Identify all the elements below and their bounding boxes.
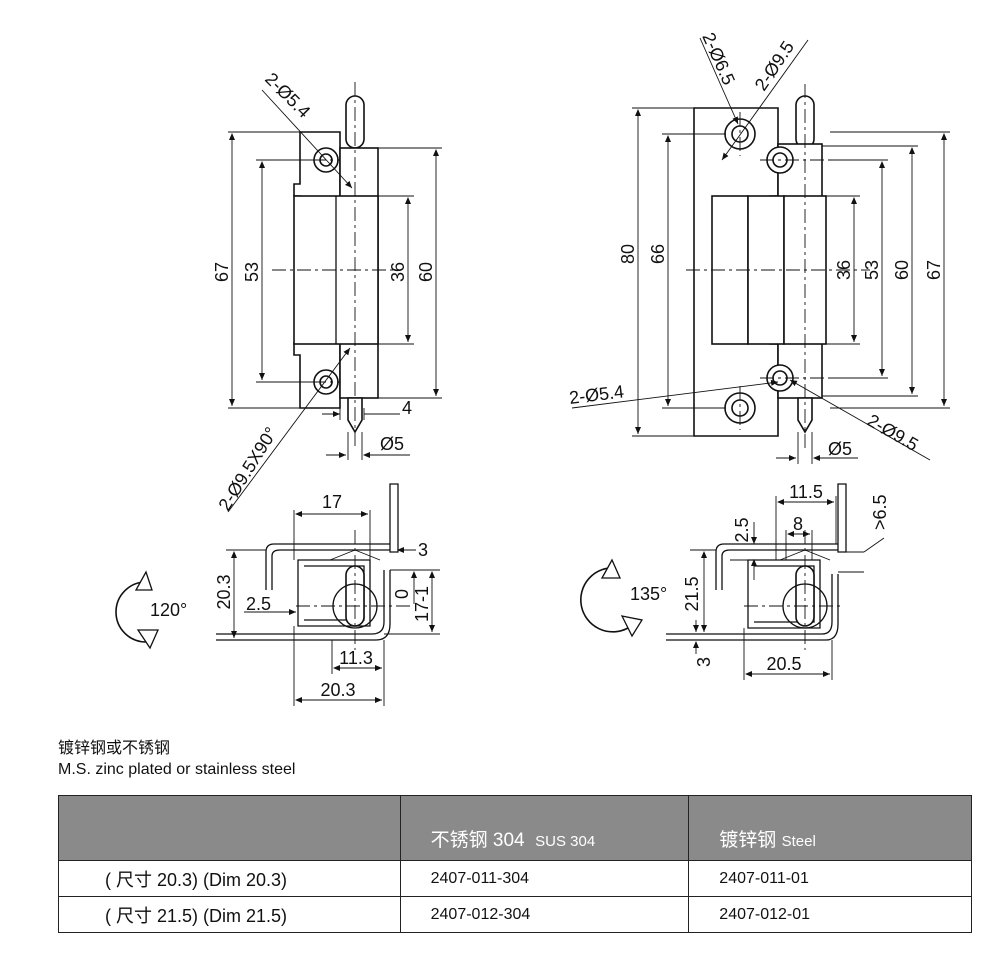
section-8-label: 8 [793, 514, 803, 534]
row-model: ( 尺寸 21.5) (Dim 21.5) [58, 896, 401, 933]
dim-36-label: 36 [388, 262, 408, 282]
left-front-view: 67 53 36 60 4 Ø5 2-Ø5.4 2-Ø9.5X90° [212, 69, 442, 514]
section-2-5-label: 2.5 [246, 594, 271, 614]
rotation-120-icon [115, 581, 147, 643]
angle-135-label: 135° [630, 584, 667, 604]
table-row: ( 尺寸 20.3) (Dim 20.3) 2407-011-304 2407-… [58, 860, 972, 897]
hole-95-top-label: 2-Ø9.5 [751, 37, 798, 94]
row-steel-part: 2407-012-01 [688, 896, 972, 933]
row-steel-part: 2407-011-01 [688, 860, 972, 897]
right-section-view: >6.5 11.5 8 2.5 21.5 3 20.5 135° [580, 482, 890, 680]
section-gt-6-5-label: >6.5 [870, 494, 890, 530]
rotation-135-icon [580, 567, 629, 633]
section-11-5-label: 11.5 [789, 482, 823, 502]
header-steel-main: 镀锌钢 [719, 830, 777, 851]
section-20-5-label: 20.5 [766, 654, 801, 674]
dim-60-right-label: 60 [892, 260, 912, 280]
material-caption-en: M.S. zinc plated or stainless steel [58, 761, 296, 778]
section-3-right-label: 3 [694, 657, 714, 667]
section-0-label: 0 [392, 589, 412, 599]
part-number-table: 不锈钢 304 SUS 304 镀锌钢 Steel ( 尺寸 20.3) (Di… [58, 795, 972, 933]
dim-36-right-label: 36 [834, 260, 854, 280]
angle-120-label: 120° [150, 600, 187, 620]
dim-53-right-label: 53 [862, 260, 882, 280]
hole-95-bottom-label: 2-Ø9.5 [864, 410, 922, 455]
dim-67-right-label: 67 [924, 260, 944, 280]
dim-53-label: 53 [242, 262, 262, 282]
hole-54-top-label: 2-Ø5.4 [261, 69, 314, 122]
table-header-row: 不锈钢 304 SUS 304 镀锌钢 Steel [58, 795, 972, 861]
row-sus-part: 2407-011-304 [399, 860, 690, 897]
header-steel-sub: Steel [781, 833, 816, 850]
dim-4-label: 4 [402, 398, 412, 418]
dim-80-label: 80 [618, 244, 638, 264]
right-front-view: 80 66 36 53 60 67 Ø5 2-Ø6.5 [568, 29, 950, 464]
hole-54-right-label: 2-Ø5.4 [568, 381, 625, 408]
dim-pin-5-right-label: Ø5 [828, 439, 852, 459]
dim-pin-5-label: Ø5 [380, 434, 404, 454]
section-21-5-label: 21.5 [682, 576, 702, 611]
section-20-3-horizontal-label: 20.3 [320, 680, 355, 700]
left-section-view: 17 3 20.3 2.5 0 17-1 11.3 20.3 120° [115, 483, 440, 706]
header-sus304: 不锈钢 304 SUS 304 [399, 795, 690, 861]
dim-67-label: 67 [212, 262, 232, 282]
material-caption-cn: 镀锌钢或不锈钢 [58, 740, 171, 757]
section-3-label: 3 [418, 540, 428, 560]
row-sus-part: 2407-012-304 [399, 896, 690, 933]
section-17-label: 17 [322, 492, 342, 512]
technical-drawing: 67 53 36 60 4 Ø5 2-Ø5.4 2-Ø9.5X90° [115, 29, 950, 706]
row-model: ( 尺寸 20.3) (Dim 20.3) [58, 860, 401, 897]
dim-66-label: 66 [648, 244, 668, 264]
section-20-3-vertical-label: 20.3 [214, 574, 234, 609]
header-steel: 镀锌钢 Steel [688, 795, 972, 861]
hole-countersink-label: 2-Ø9.5X90° [214, 424, 281, 515]
section-2-5-right-label: 2.5 [732, 517, 752, 542]
section-11-3-label: 11.3 [339, 648, 373, 668]
table-row: ( 尺寸 21.5) (Dim 21.5) 2407-012-304 2407-… [58, 896, 972, 933]
section-17-1-label: 17-1 [412, 586, 432, 622]
header-sus304-sub: SUS 304 [535, 833, 596, 850]
hole-65-label: 2-Ø6.5 [698, 29, 739, 87]
header-sus304-main: 不锈钢 304 [430, 830, 525, 851]
dim-60-label: 60 [416, 262, 436, 282]
header-model [58, 795, 401, 861]
